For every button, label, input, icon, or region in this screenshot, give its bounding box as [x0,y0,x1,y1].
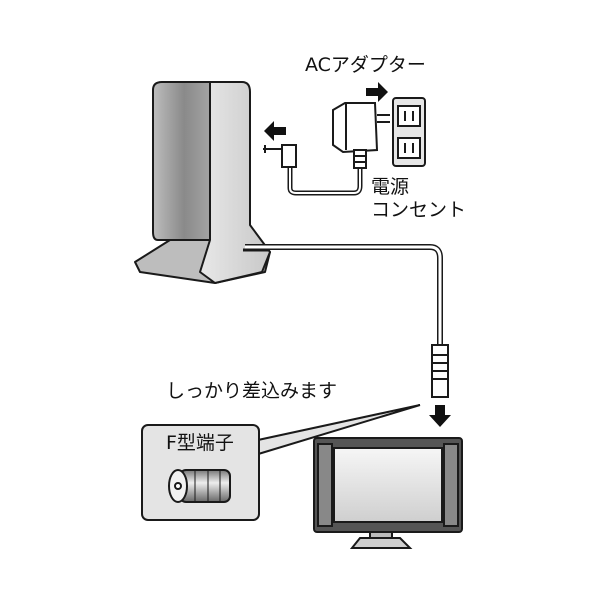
arrows [264,82,451,427]
arrow-right-icon [366,82,388,102]
outlet-label-line1: 電源 [371,176,410,198]
outlet-label-line2: コンセント [371,199,467,221]
coax-cable [245,244,449,398]
f-connector-icon [168,469,231,503]
ac-adapter-label: ACアダプター [305,54,426,76]
arrow-left-icon [264,121,286,141]
f-connector-callout [141,404,421,521]
wall-outlet [392,97,426,167]
insert-firmly-label: しっかり差込みます [166,380,338,402]
antenna [134,81,271,284]
television [313,437,463,549]
f-connector-label: F型端子 [166,432,234,454]
arrow-down-icon [429,405,451,427]
ac-adapter [263,102,390,196]
